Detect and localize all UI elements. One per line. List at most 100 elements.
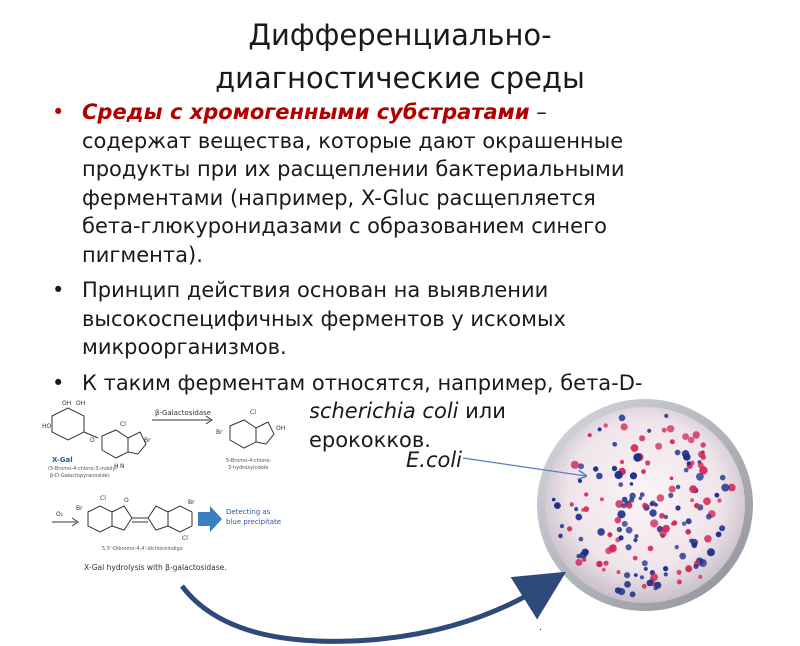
red-colony <box>688 436 695 444</box>
blue-colony <box>611 465 618 472</box>
blue-colony <box>624 581 631 588</box>
bullet1-line5: бета-глюкуронидазами с образованием сине… <box>82 214 607 238</box>
blue-colony <box>614 470 623 480</box>
product-ring <box>229 419 257 449</box>
blue-colony <box>633 538 638 543</box>
blue-colony <box>574 507 579 512</box>
product-desc-2: 3-hydroxyindole <box>228 465 268 471</box>
blue-colony <box>719 474 726 481</box>
bullet2-line3: микроорганизмов. <box>82 335 287 359</box>
blue-colony <box>554 502 561 509</box>
blue-colony <box>643 566 648 571</box>
red-colony <box>698 450 705 458</box>
blue-colony <box>690 538 699 547</box>
bullet1-dash: – <box>529 100 547 124</box>
red-colony <box>641 469 646 474</box>
atom-oh-label: OH <box>76 400 85 407</box>
red-colony <box>570 460 580 469</box>
bullet2-line1: Принцип действия основан на выявлении <box>82 278 549 302</box>
xgal-reaction-scheme: OH OH HO O Cl Br H N Cl Br OH Cl Br O Cl… <box>40 398 310 578</box>
blue-colony <box>597 427 602 432</box>
blue-colony <box>618 414 626 422</box>
blue-colony <box>617 510 626 519</box>
dimer-ring-right <box>147 505 169 531</box>
blue-colony <box>664 413 669 418</box>
bullet3-species: scherichia coli <box>309 399 459 423</box>
blue-colony <box>639 575 645 580</box>
blue-colony <box>612 441 618 447</box>
red-colony <box>699 466 708 475</box>
blue-colony <box>559 524 565 529</box>
enzyme-label: β-Galactosidase <box>155 409 211 417</box>
red-colony <box>601 567 606 572</box>
red-colony <box>584 492 589 497</box>
blue-colony <box>578 536 584 542</box>
bullet3-line1: К таким ферментам относятся, например, б… <box>82 370 643 395</box>
blue-colony <box>629 482 634 486</box>
atom-h-label: H <box>114 463 119 470</box>
red-colony <box>569 502 574 507</box>
red-colony <box>655 442 663 450</box>
blue-colony <box>638 496 643 501</box>
product-desc-1: 5-Bromo-4-chloro- <box>226 458 272 464</box>
red-colony <box>620 423 628 431</box>
bullet3-or: или <box>458 399 506 423</box>
blue-colony <box>685 518 692 525</box>
blue-colony <box>579 551 587 559</box>
blue-colony <box>654 581 662 589</box>
detect-line-2: blue precipitate <box>226 518 281 526</box>
blue-colony <box>646 579 654 587</box>
bullet1-line3: продукты при их расщеплении бактериальны… <box>82 157 625 181</box>
title-line-2: диагностические среды <box>215 61 585 95</box>
atom-cl-label: Cl <box>120 421 126 428</box>
red-colony <box>666 425 675 433</box>
bullet1-lead: Среды с хромогенными субстратами <box>82 100 530 124</box>
red-colony <box>659 513 665 519</box>
red-colony <box>599 497 604 502</box>
blue-colony <box>577 478 583 483</box>
blue-colony <box>551 497 556 502</box>
red-colony <box>630 444 639 452</box>
atom-oh-label: OH <box>276 425 285 432</box>
red-colony <box>575 558 583 566</box>
red-colony <box>694 503 700 509</box>
bullet-marker: • <box>52 100 65 124</box>
atom-cl-label: Cl <box>250 409 256 416</box>
blue-arrow-icon <box>198 506 222 532</box>
blue-colony <box>629 492 636 500</box>
blue-colony <box>693 563 699 570</box>
detect-line-1: Detecting as <box>226 508 271 516</box>
bullet-list: • Среды с хромогенными субстратами – сод… <box>52 98 742 461</box>
xgal-name: X-Gal <box>52 456 73 464</box>
red-colony <box>668 485 676 493</box>
blue-colony <box>616 526 623 533</box>
red-colony <box>685 565 693 573</box>
blue-colony <box>621 520 628 527</box>
red-colony <box>669 476 674 481</box>
red-colony <box>690 498 694 503</box>
blue-colony <box>663 572 668 577</box>
red-colony <box>661 427 667 433</box>
atom-cl-label: Cl <box>100 495 106 502</box>
blue-colony <box>624 572 631 579</box>
blue-colony <box>641 560 648 567</box>
blue-colony <box>639 492 645 498</box>
red-colony <box>619 459 625 465</box>
blue-colony <box>668 492 674 498</box>
red-colony <box>671 521 675 526</box>
atom-br-label: Br <box>76 505 83 512</box>
blue-colony <box>597 528 605 536</box>
blue-colony <box>625 544 632 551</box>
atom-ho-label: HO <box>42 423 52 430</box>
curved-arrow <box>180 571 567 644</box>
blue-colony <box>575 513 583 521</box>
red-colony <box>639 435 646 442</box>
red-colony <box>697 462 704 469</box>
blue-colony <box>681 521 687 526</box>
atom-o-label: O <box>90 437 95 444</box>
blue-colony <box>634 534 639 539</box>
atom-cl-label: Cl <box>182 535 188 542</box>
blue-colony <box>633 453 642 462</box>
atom-br-label: Br <box>144 437 151 444</box>
atom-n-label: N <box>120 463 125 470</box>
